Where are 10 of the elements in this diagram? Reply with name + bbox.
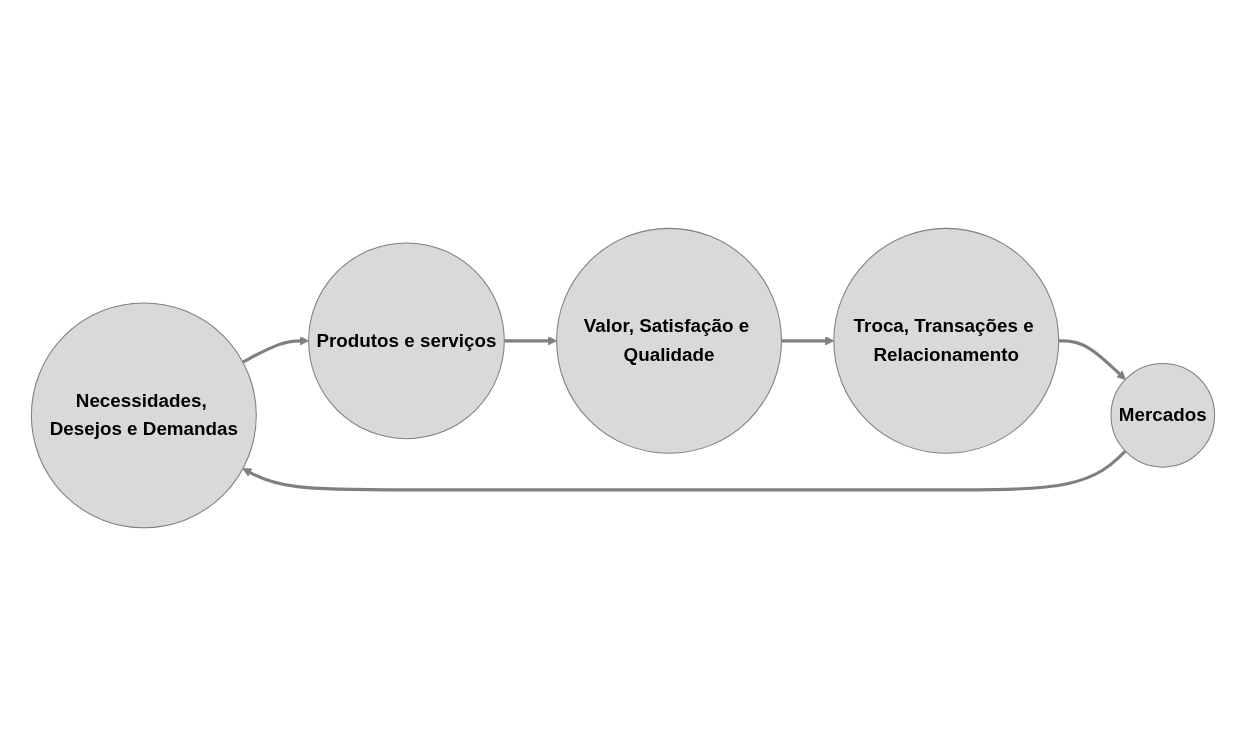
arrow (242, 449, 1127, 492)
arrow (504, 336, 557, 346)
node-circle: Valor, Satisfação e Qualidade (556, 227, 782, 454)
node-circle: Necessidades, Desejos e Demandas (30, 302, 257, 529)
arrow (242, 336, 309, 364)
node-circle: Mercados (1110, 362, 1216, 468)
arrow (1058, 339, 1126, 380)
arrow (781, 336, 835, 346)
node-circle: Produtos e serviços (308, 242, 505, 440)
node-circle: Troca, Transações e Relacionamento (833, 227, 1060, 454)
